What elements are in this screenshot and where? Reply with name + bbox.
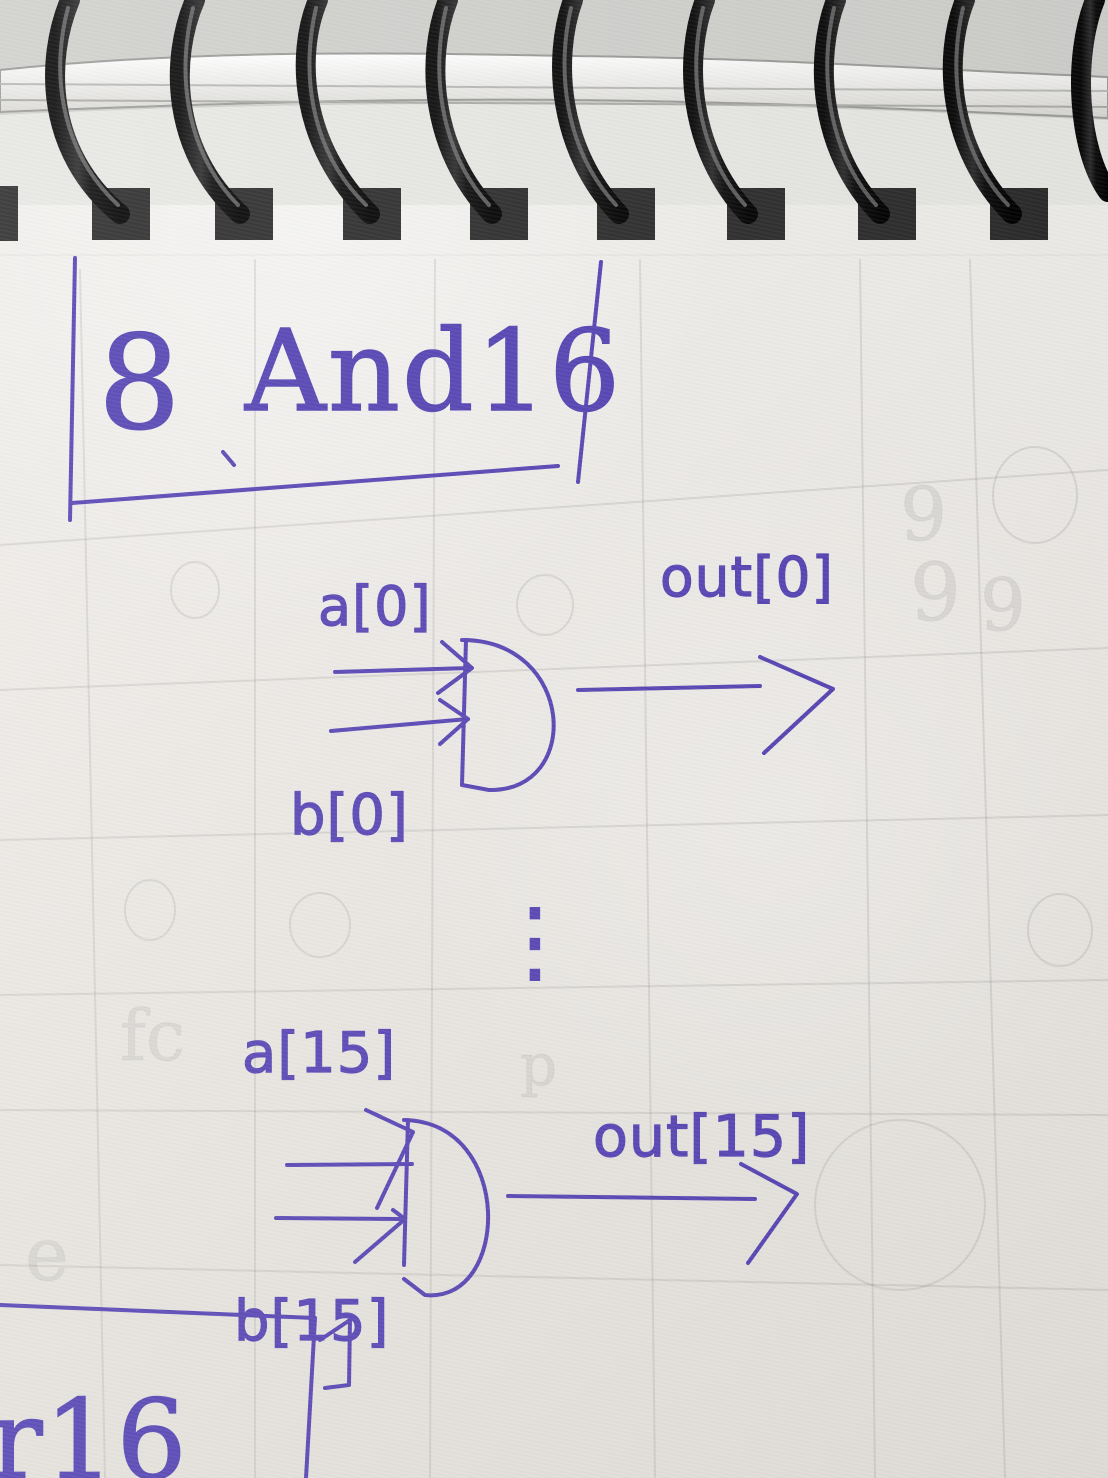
- ellipsis-marker: ⋮: [489, 888, 581, 994]
- vertical-ellipsis: ⋮: [490, 889, 581, 994]
- title-label: And16: [244, 307, 622, 437]
- input-label-b-bottom: b[15]: [234, 1289, 390, 1354]
- title-number: 8: [98, 307, 183, 459]
- title-block: 8 And16: [68, 256, 622, 522]
- svg-text:fc: fc: [120, 995, 185, 1077]
- input-label-b-top: b[0]: [290, 783, 409, 848]
- partial-bottom-text: r16: [0, 1376, 189, 1478]
- page-grid-background: 9 9 9 fc p e: [0, 254, 1108, 1478]
- svg-text:9: 9: [900, 472, 947, 558]
- svg-text:9: 9: [980, 563, 1026, 647]
- output-label-bottom: out[15]: [593, 1104, 810, 1170]
- output-label-top: out[0]: [660, 545, 834, 609]
- top-and-gate-section: a[0] b[0] out[0]: [289, 544, 835, 849]
- notebook-binding: [0, 0, 1108, 241]
- svg-text:e: e: [25, 1212, 69, 1298]
- input-label-a-top: a[0]: [318, 575, 432, 638]
- bottom-and-gate-section: a[15] b[15] out[15]: [233, 1020, 810, 1354]
- partial-next-block: r16: [0, 1303, 352, 1478]
- svg-text:9: 9: [910, 546, 961, 639]
- input-label-a-bottom: a[15]: [242, 1021, 396, 1086]
- svg-text:p: p: [520, 1031, 557, 1099]
